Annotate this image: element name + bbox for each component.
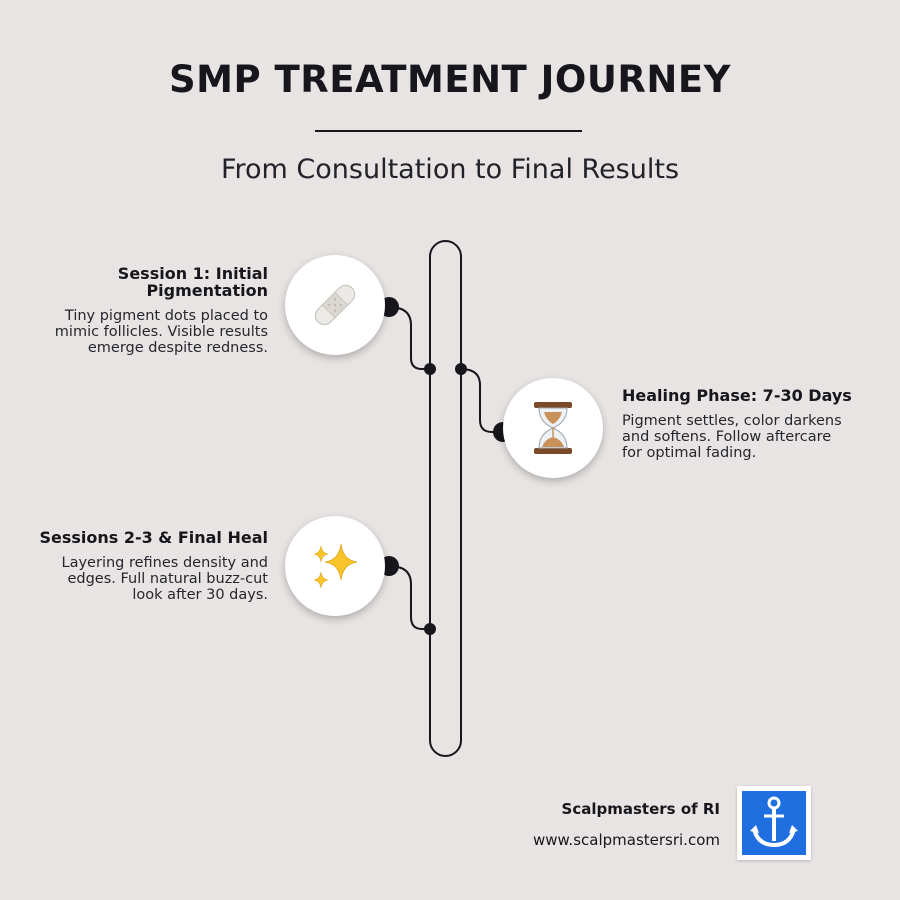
sparkles-icon <box>313 543 358 589</box>
step-3-text: Sessions 2-3 & Final Heal Layering refin… <box>38 529 268 603</box>
hourglass-icon <box>534 402 572 454</box>
junction-step-1 <box>424 363 436 375</box>
step-1-description: Tiny pigment dots placed to mimic follic… <box>54 308 268 356</box>
bandage-icon <box>314 284 356 326</box>
step-3-title: Sessions 2-3 & Final Heal <box>39 528 268 547</box>
connector-step-2 <box>460 368 503 433</box>
connector-step-1 <box>388 306 430 370</box>
timeline-track <box>429 240 462 757</box>
page-subtitle: From Consultation to Final Results <box>220 154 680 185</box>
step-1-title: Session 1: Initial Pigmentation <box>117 264 268 300</box>
title-divider <box>315 130 582 132</box>
step-1-icon-circle <box>285 255 385 355</box>
brand-name: Scalpmasters of RI <box>561 800 720 818</box>
junction-step-2 <box>455 363 467 375</box>
junction-step-3 <box>424 623 436 635</box>
step-2-title: Healing Phase: 7-30 Days <box>622 386 852 405</box>
step-2-description: Pigment settles, color darkens and softe… <box>622 413 842 461</box>
connector-step-3 <box>388 565 430 630</box>
step-2-icon-circle <box>503 378 603 478</box>
step-1-text: Session 1: Initial Pigmentation Tiny pig… <box>38 265 268 356</box>
brand-logo <box>737 786 811 860</box>
brand-url[interactable]: www.scalpmastersri.com <box>533 831 720 849</box>
step-2-text: Healing Phase: 7-30 Days Pigment settles… <box>622 387 852 461</box>
step-3-icon-circle <box>285 516 385 616</box>
page-title: SMP TREATMENT JOURNEY <box>169 58 731 101</box>
anchor-logo-icon <box>750 796 798 848</box>
step-3-description: Layering refines density and edges. Full… <box>61 555 268 603</box>
